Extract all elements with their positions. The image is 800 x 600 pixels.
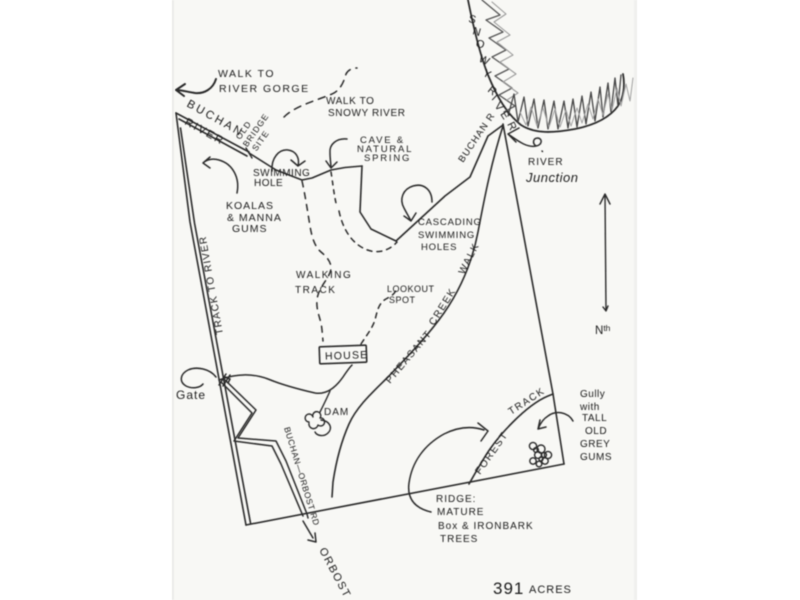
svg-text:MATURE: MATURE [437, 507, 484, 518]
svg-text:TALL: TALL [582, 413, 607, 424]
svg-text:CAVE &: CAVE & [360, 135, 405, 146]
svg-text:ACRES: ACRES [529, 584, 572, 596]
svg-text:GUMS: GUMS [232, 223, 268, 235]
svg-text:N: N [471, 25, 482, 39]
svg-text:LOOKOUT: LOOKOUT [387, 284, 435, 294]
svg-text:OLD: OLD [585, 426, 607, 437]
svg-text:TREES: TREES [440, 534, 478, 545]
svg-text:HOUSE: HOUSE [325, 349, 369, 363]
svg-text:SWIMMING: SWIMMING [253, 168, 310, 179]
svg-text:NATURAL: NATURAL [357, 144, 413, 155]
svg-text:RIVER: RIVER [528, 157, 564, 168]
svg-text:with: with [579, 402, 600, 413]
svg-text:WALK TO: WALK TO [218, 68, 275, 80]
svg-text:Junction: Junction [525, 170, 578, 185]
svg-text:HOLE: HOLE [254, 178, 283, 189]
svg-text:391: 391 [493, 579, 524, 598]
svg-text:SPRING: SPRING [364, 153, 411, 164]
svg-text:Gate: Gate [176, 388, 206, 402]
svg-text:WALKING: WALKING [296, 270, 352, 281]
svg-text:Gully: Gully [580, 389, 605, 400]
svg-text:Box & IRONBARK: Box & IRONBARK [438, 521, 534, 532]
svg-text:CASCADING: CASCADING [418, 217, 482, 228]
svg-text:SPOT: SPOT [389, 295, 416, 305]
svg-text:GREY: GREY [580, 439, 610, 450]
svg-text:HOLES: HOLES [421, 242, 457, 253]
svg-text:& MANNA: & MANNA [227, 212, 282, 224]
svg-text:DAM: DAM [324, 407, 349, 418]
svg-text:RIVER GORGE: RIVER GORGE [219, 83, 310, 95]
svg-text:WALK TO: WALK TO [326, 96, 374, 107]
svg-text:S: S [467, 13, 477, 26]
svg-text:I: I [489, 93, 500, 104]
svg-text:RIDGE:: RIDGE: [436, 494, 476, 505]
svg-text:TRACK: TRACK [295, 285, 336, 296]
svg-text:KOALAS: KOALAS [226, 200, 274, 212]
svg-text:SWIMMING: SWIMMING [418, 230, 475, 241]
svg-text:SNOWY RIVER: SNOWY RIVER [328, 108, 406, 119]
svg-text:GUMS: GUMS [580, 452, 612, 463]
